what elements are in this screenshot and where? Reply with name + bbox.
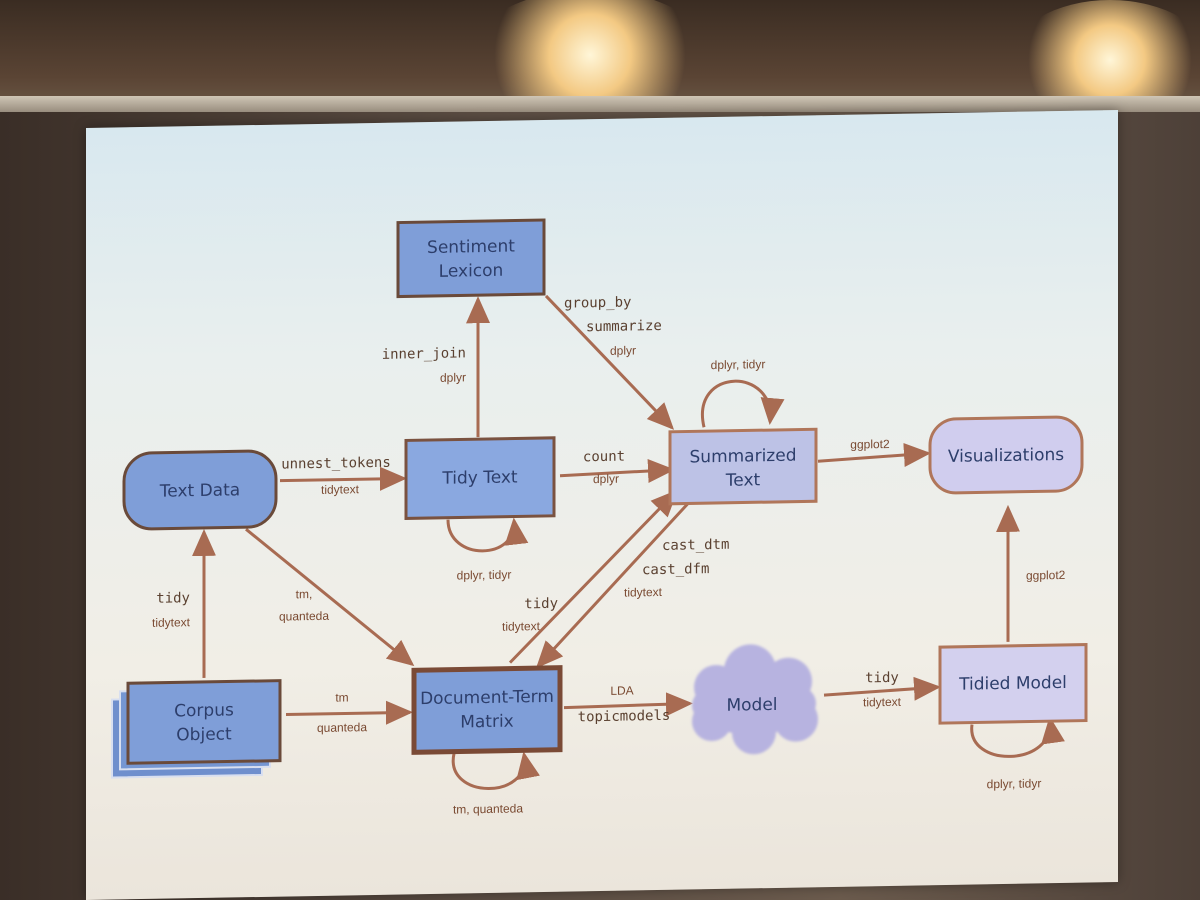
node-tidied-model: Tidied Model — [938, 643, 1088, 725]
node-sentiment-lexicon: Sentiment Lexicon — [396, 218, 546, 299]
label-tm-textdata-1: tm, — [296, 587, 313, 601]
label-summarized-loop: dplyr, tidyr — [711, 357, 766, 372]
projection-screen: Sentiment Lexicon Text Data Tidy Text Su… — [86, 109, 1118, 900]
sentiment-lexicon-line2: Lexicon — [439, 261, 504, 282]
edge-cast — [535, 502, 690, 669]
label-dtm-loop: tm, quanteda — [453, 801, 523, 816]
edge-tidy-model — [823, 676, 941, 701]
edge-ggplot-summarized — [817, 443, 931, 467]
label-tidy-dtm-pkg: tidytext — [502, 619, 541, 634]
sentiment-lexicon-line1: Sentiment — [427, 237, 515, 259]
tidy-text-label: Tidy Text — [441, 467, 518, 488]
corpus-object-line1: Corpus — [174, 700, 234, 721]
loop-tidied-model — [970, 716, 1065, 758]
label-ggplot-summarized: ggplot2 — [850, 437, 890, 452]
label-tidy-text-loop: dplyr, tidyr — [457, 568, 512, 583]
label-tidy-dtm-fn: tidy — [524, 596, 558, 613]
label-lda-pkg: topicmodels — [578, 708, 671, 726]
label-inner-join-pkg: dplyr — [440, 370, 466, 384]
label-count-fn: count — [583, 449, 625, 466]
tidied-model-label: Tidied Model — [958, 673, 1067, 695]
loop-tidy-text — [446, 517, 529, 553]
label-lda-fn: LDA — [610, 683, 633, 697]
dtm-line1: Document-Term — [420, 687, 554, 709]
label-group-by-fn1: group_by — [564, 294, 631, 311]
label-tm-corpus-1: tm — [335, 690, 348, 704]
edge-group-by — [544, 294, 675, 430]
label-cast-pkg: tidytext — [624, 585, 663, 600]
label-cast-fn2: cast_dfm — [642, 561, 709, 578]
loop-dtm — [451, 751, 540, 790]
edge-count — [559, 459, 675, 484]
corpus-object-line2: Object — [176, 724, 232, 745]
dtm-line2: Matrix — [460, 712, 514, 733]
label-tidy-corpus-fn: tidy — [156, 590, 190, 607]
node-document-term-matrix: Document-Term Matrix — [411, 665, 563, 755]
node-model: Model — [692, 644, 818, 755]
edge-tidy-dtm — [508, 489, 679, 664]
label-unnest-tokens-pkg: tidytext — [321, 482, 360, 497]
edge-unnest-tokens — [280, 466, 407, 491]
visualizations-label: Visualizations — [948, 445, 1064, 467]
node-visualizations: Visualizations — [928, 415, 1084, 495]
node-tidy-text: Tidy Text — [404, 436, 556, 520]
label-tm-corpus-2: quanteda — [317, 720, 367, 735]
label-tm-textdata-2: quanteda — [279, 609, 329, 624]
label-group-by-pkg: dplyr — [610, 343, 636, 357]
node-corpus-object: Corpus Object — [111, 679, 282, 779]
flow-diagram: Sentiment Lexicon Text Data Tidy Text Su… — [111, 218, 1088, 817]
label-cast-fn1: cast_dtm — [662, 537, 729, 554]
text-data-label: Text Data — [159, 480, 240, 501]
label-group-by-fn2: summarize — [586, 318, 662, 335]
edge-tm-corpus — [286, 700, 413, 725]
label-count-pkg: dplyr — [593, 472, 619, 486]
model-label: Model — [726, 695, 777, 716]
label-tidy-corpus-pkg: tidytext — [152, 615, 191, 630]
label-tidy-model-pkg: tidytext — [863, 695, 902, 710]
screen-bezel — [0, 96, 1200, 116]
label-unnest-tokens-fn: unnest_tokens — [281, 455, 391, 473]
edge-lda — [563, 692, 693, 717]
summarized-text-line1: Summarized — [690, 446, 797, 468]
label-inner-join-fn: inner_join — [382, 345, 466, 362]
node-summarized-text: Summarized Text — [668, 427, 818, 506]
label-tidied-loop: dplyr, tidyr — [987, 776, 1042, 791]
node-text-data: Text Data — [122, 449, 278, 531]
loop-summarized — [700, 379, 785, 428]
summarized-text-line2: Text — [725, 470, 761, 491]
label-ggplot-tidied: ggplot2 — [1026, 568, 1066, 583]
edge-tm-textdata — [245, 528, 415, 667]
label-tidy-model-fn: tidy — [865, 670, 899, 687]
